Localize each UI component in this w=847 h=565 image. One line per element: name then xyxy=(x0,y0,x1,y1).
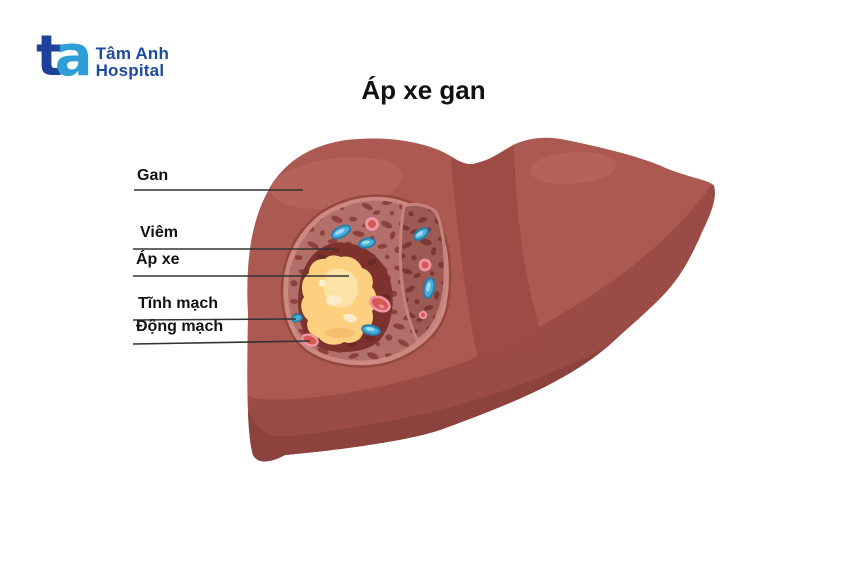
falciform-band xyxy=(450,146,545,360)
logo-name-line1: Tâm Anh xyxy=(95,44,170,63)
artery-vessels xyxy=(301,217,432,347)
logo-name-line2: Hospital xyxy=(95,61,165,81)
label-abscess: Áp xe xyxy=(136,251,180,268)
cutaway-section xyxy=(280,194,452,368)
cutaway-right-section xyxy=(398,202,447,342)
tam-anh-logo: ta Tâm Anh Hospital xyxy=(36,29,170,85)
label-artery: Động mạch xyxy=(136,318,224,335)
leader-lines xyxy=(132,189,349,345)
label-vein: Tĩnh mạch xyxy=(138,295,219,312)
leader-line-artery xyxy=(132,340,311,345)
right-lobe-highlight xyxy=(530,151,616,185)
artery-label-target xyxy=(301,333,319,347)
logo-name: Tâm Anh Hospital xyxy=(96,45,170,80)
leader-line-vein xyxy=(132,318,297,321)
vein-vessels xyxy=(291,224,436,336)
abscess xyxy=(301,255,377,345)
page-title: Áp xe gan xyxy=(361,75,486,105)
label-inflammation: Viêm xyxy=(140,224,178,241)
logo-mark-icon: ta xyxy=(36,29,93,85)
label-liver: Gan xyxy=(137,167,169,184)
logo-mark-a: a xyxy=(54,24,93,89)
